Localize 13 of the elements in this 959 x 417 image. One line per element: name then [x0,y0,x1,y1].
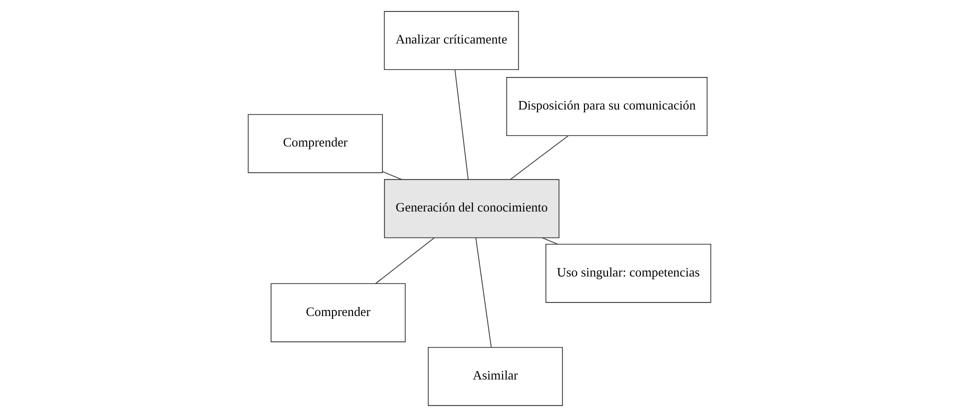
node-box: Comprender [248,114,383,174]
connector [382,171,402,180]
connector [375,238,435,284]
node-box: Disposición para su comunicación [506,77,708,136]
node-box: Generación del conocimiento [384,179,560,238]
node-box: Asimilar [428,346,563,406]
connector [510,135,569,180]
node-box: Uso singular: competencias [545,244,712,303]
connector [542,237,558,245]
node-box: Analizar críticamente [384,11,519,70]
node-box: Comprender [270,283,406,342]
connector [475,237,492,348]
connector [454,69,469,180]
